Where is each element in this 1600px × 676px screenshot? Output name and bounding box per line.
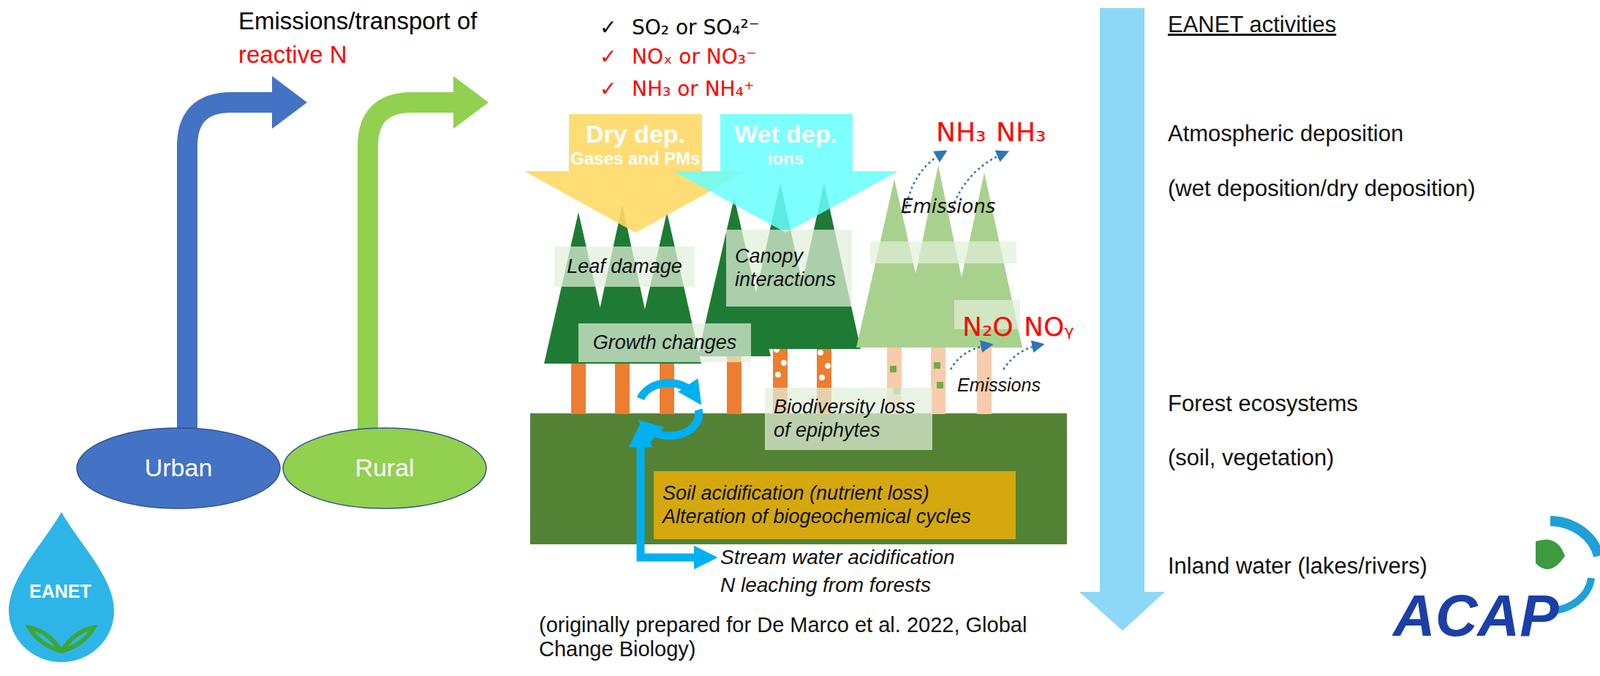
- node-text: Urban: [84, 453, 273, 482]
- activity-text: (soil, vegetation): [1167, 444, 1334, 471]
- rural-ellipse: Rural: [282, 427, 488, 509]
- activity-text: Forest ecosystems: [1167, 390, 1358, 417]
- wet-deposition-arrow: Wet dep.ions: [673, 114, 898, 233]
- soil-box: Soil acidification (nutrient loss)Altera…: [653, 470, 1016, 539]
- node-text: Canopy interactions: [734, 244, 844, 291]
- node-text: Leaf damage: [563, 255, 686, 278]
- effect-patch: Growth changes: [578, 323, 752, 362]
- emission-arrows: [905, 153, 1039, 370]
- transport-arrow: [187, 102, 274, 439]
- heading-text: reactive N: [238, 40, 348, 69]
- epiphytes: [773, 346, 831, 381]
- activities-heading: EANET activities: [1167, 11, 1337, 39]
- check-mark: ✓: [599, 45, 617, 69]
- node-text: ions: [673, 148, 898, 169]
- species-text: SO₂ or SO₄²⁻: [631, 16, 760, 40]
- gas-label: N₂O: [962, 311, 1014, 342]
- node-text: Biodiversity loss of epiphytes: [773, 395, 924, 441]
- gas-label: NH₃: [995, 117, 1046, 147]
- gas-label: NOᵧ: [1023, 311, 1075, 342]
- effect-patch: Canopy interactions: [726, 229, 852, 307]
- activity-text: Inland water (lakes/rivers): [1167, 552, 1428, 580]
- node-text: Dry dep.: [524, 119, 747, 149]
- node-text: Alteration of biogeochemical cycles: [662, 505, 1007, 528]
- emission-label: Emissions: [957, 374, 1041, 396]
- node-text: Wet dep.: [673, 119, 898, 149]
- caption: (originally prepared for De Marco et al.…: [538, 612, 1066, 662]
- gas-label: NH₃: [936, 117, 986, 147]
- species-text: NOₓ or NO₃⁻: [631, 45, 757, 69]
- eanet-logo: [8, 511, 115, 662]
- eanet-leaves: [29, 627, 94, 651]
- effect-text: Stream water acidification: [720, 545, 956, 569]
- transport-arrow: [367, 102, 455, 439]
- node-text: Rural: [291, 453, 479, 482]
- effect-patch: Biodiversity loss of epiphytes: [764, 387, 933, 450]
- check-mark: ✓: [599, 16, 617, 40]
- heading-text: Emissions/transport of: [238, 7, 477, 36]
- light-trees: [856, 165, 1023, 348]
- node-text: Soil acidification (nutrient loss): [662, 481, 1007, 505]
- node-text: Gases and PMs: [570, 148, 700, 169]
- activity-text: Atmospheric deposition: [1167, 120, 1404, 147]
- effect-patch: Leaf damage: [554, 246, 695, 287]
- activity-text: (wet deposition/dry deposition): [1167, 175, 1475, 202]
- activities-arrow: [1079, 8, 1165, 631]
- arrow-head: [453, 76, 489, 129]
- check-mark: ✓: [599, 77, 617, 101]
- species-text: NH₃ or NH₄⁺: [631, 77, 755, 101]
- urban-ellipse: Urban: [76, 427, 281, 509]
- logo-text: EANET: [29, 580, 92, 602]
- effect-text: N leaching from forests: [720, 573, 931, 597]
- logo-text: ACAP: [1393, 582, 1560, 650]
- emission-label: Emissions: [900, 195, 996, 218]
- acap-map: [1535, 539, 1565, 570]
- arrow-head: [272, 76, 308, 129]
- node-text: Growth changes: [587, 331, 743, 354]
